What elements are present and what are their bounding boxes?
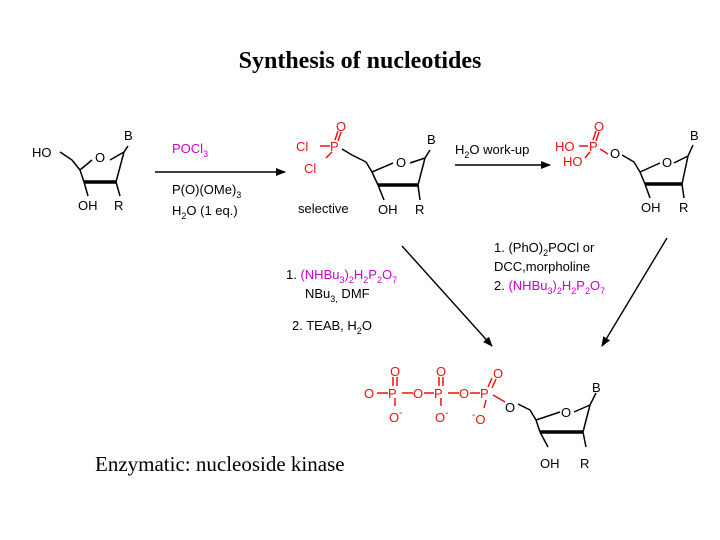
hydroxyl-label: HO: [563, 154, 583, 169]
ester-oxygen-label: O: [610, 146, 620, 161]
reagent-label: (NHBu3)2H2P2O7: [508, 278, 605, 296]
condition-label: H2O work-up: [455, 142, 529, 160]
phosphorus-label: P: [330, 139, 339, 154]
reaction-arrow: [601, 237, 668, 347]
r-group-label: R: [114, 198, 123, 213]
ring-oxygen-label: O: [95, 150, 105, 165]
nucleoside-structure: [59, 145, 129, 197]
hydroxyl-label: HO: [32, 145, 52, 160]
slide-title: Synthesis of nucleotides: [238, 48, 482, 74]
monophosphate-structure: [579, 130, 694, 199]
condition-label: NBu3, DMF: [305, 286, 370, 304]
phosphoryl-oxygen-label: O: [390, 364, 400, 379]
r-group-label: R: [415, 202, 424, 217]
oxygen-anion-label: O-: [389, 408, 402, 425]
phosphoryl-oxygen-label: O: [594, 119, 604, 134]
base-label: B: [124, 128, 133, 143]
condition-label: DCC,morpholine: [494, 259, 590, 274]
condition-label: 2. TEAB, H2O: [292, 318, 372, 336]
triphosphate-structure: [377, 377, 597, 448]
base-label: B: [690, 128, 699, 143]
oxygen-anion-label: -O: [472, 410, 485, 427]
condition-label: P(O)(OMe)3: [172, 182, 241, 200]
hydroxyl-label: OH: [641, 200, 661, 215]
ring-oxygen-label: O: [662, 155, 672, 170]
r-group-label: R: [580, 456, 589, 471]
note-label: selective: [298, 201, 349, 216]
base-label: B: [592, 380, 601, 395]
slide-footer-note: Enzymatic: nucleoside kinase: [95, 452, 345, 476]
reagent-label: POCl3: [172, 141, 208, 159]
ester-oxygen-label: O: [505, 400, 515, 415]
phosphorus-label: P: [434, 386, 443, 401]
phosphoryl-oxygen-label: O: [436, 364, 446, 379]
base-label: B: [427, 132, 436, 147]
condition-label: H2O (1 eq.): [172, 203, 238, 221]
condition-label: 1. (NHBu3)2H2P2O7: [286, 267, 397, 285]
phosphoryl-oxygen-label: O: [493, 366, 503, 381]
oxygen-anion-label: O-: [435, 408, 448, 425]
hydroxyl-label: OH: [540, 456, 560, 471]
phosphorus-label: P: [589, 139, 598, 154]
phosphorus-label: P: [480, 386, 489, 401]
condition-label: 1. (PhO)2POCl or: [494, 240, 595, 258]
r-group-label: R: [679, 200, 688, 215]
phosphorus-label: P: [388, 386, 397, 401]
ring-oxygen-label: O: [396, 155, 406, 170]
oxygen-label: O: [364, 386, 374, 401]
ring-oxygen-label: O: [561, 405, 571, 420]
reaction-arrow: [401, 245, 493, 347]
hydroxyl-label: OH: [78, 198, 98, 213]
hydroxyl-label: HO: [555, 139, 575, 154]
phosphoryl-oxygen-label: O: [336, 119, 346, 134]
chlorine-label: Cl: [296, 139, 308, 154]
reagent-label: (NHBu3)2H2P2O7: [300, 267, 397, 285]
condition-label: 2. (NHBu3)2H2P2O7: [494, 278, 605, 296]
chlorine-label: Cl: [304, 161, 316, 176]
hydroxyl-label: OH: [378, 202, 398, 217]
bridging-oxygen-label: O: [413, 386, 423, 401]
bridging-oxygen-label: O: [459, 386, 469, 401]
dichlorophosphate-structure: [320, 130, 431, 201]
